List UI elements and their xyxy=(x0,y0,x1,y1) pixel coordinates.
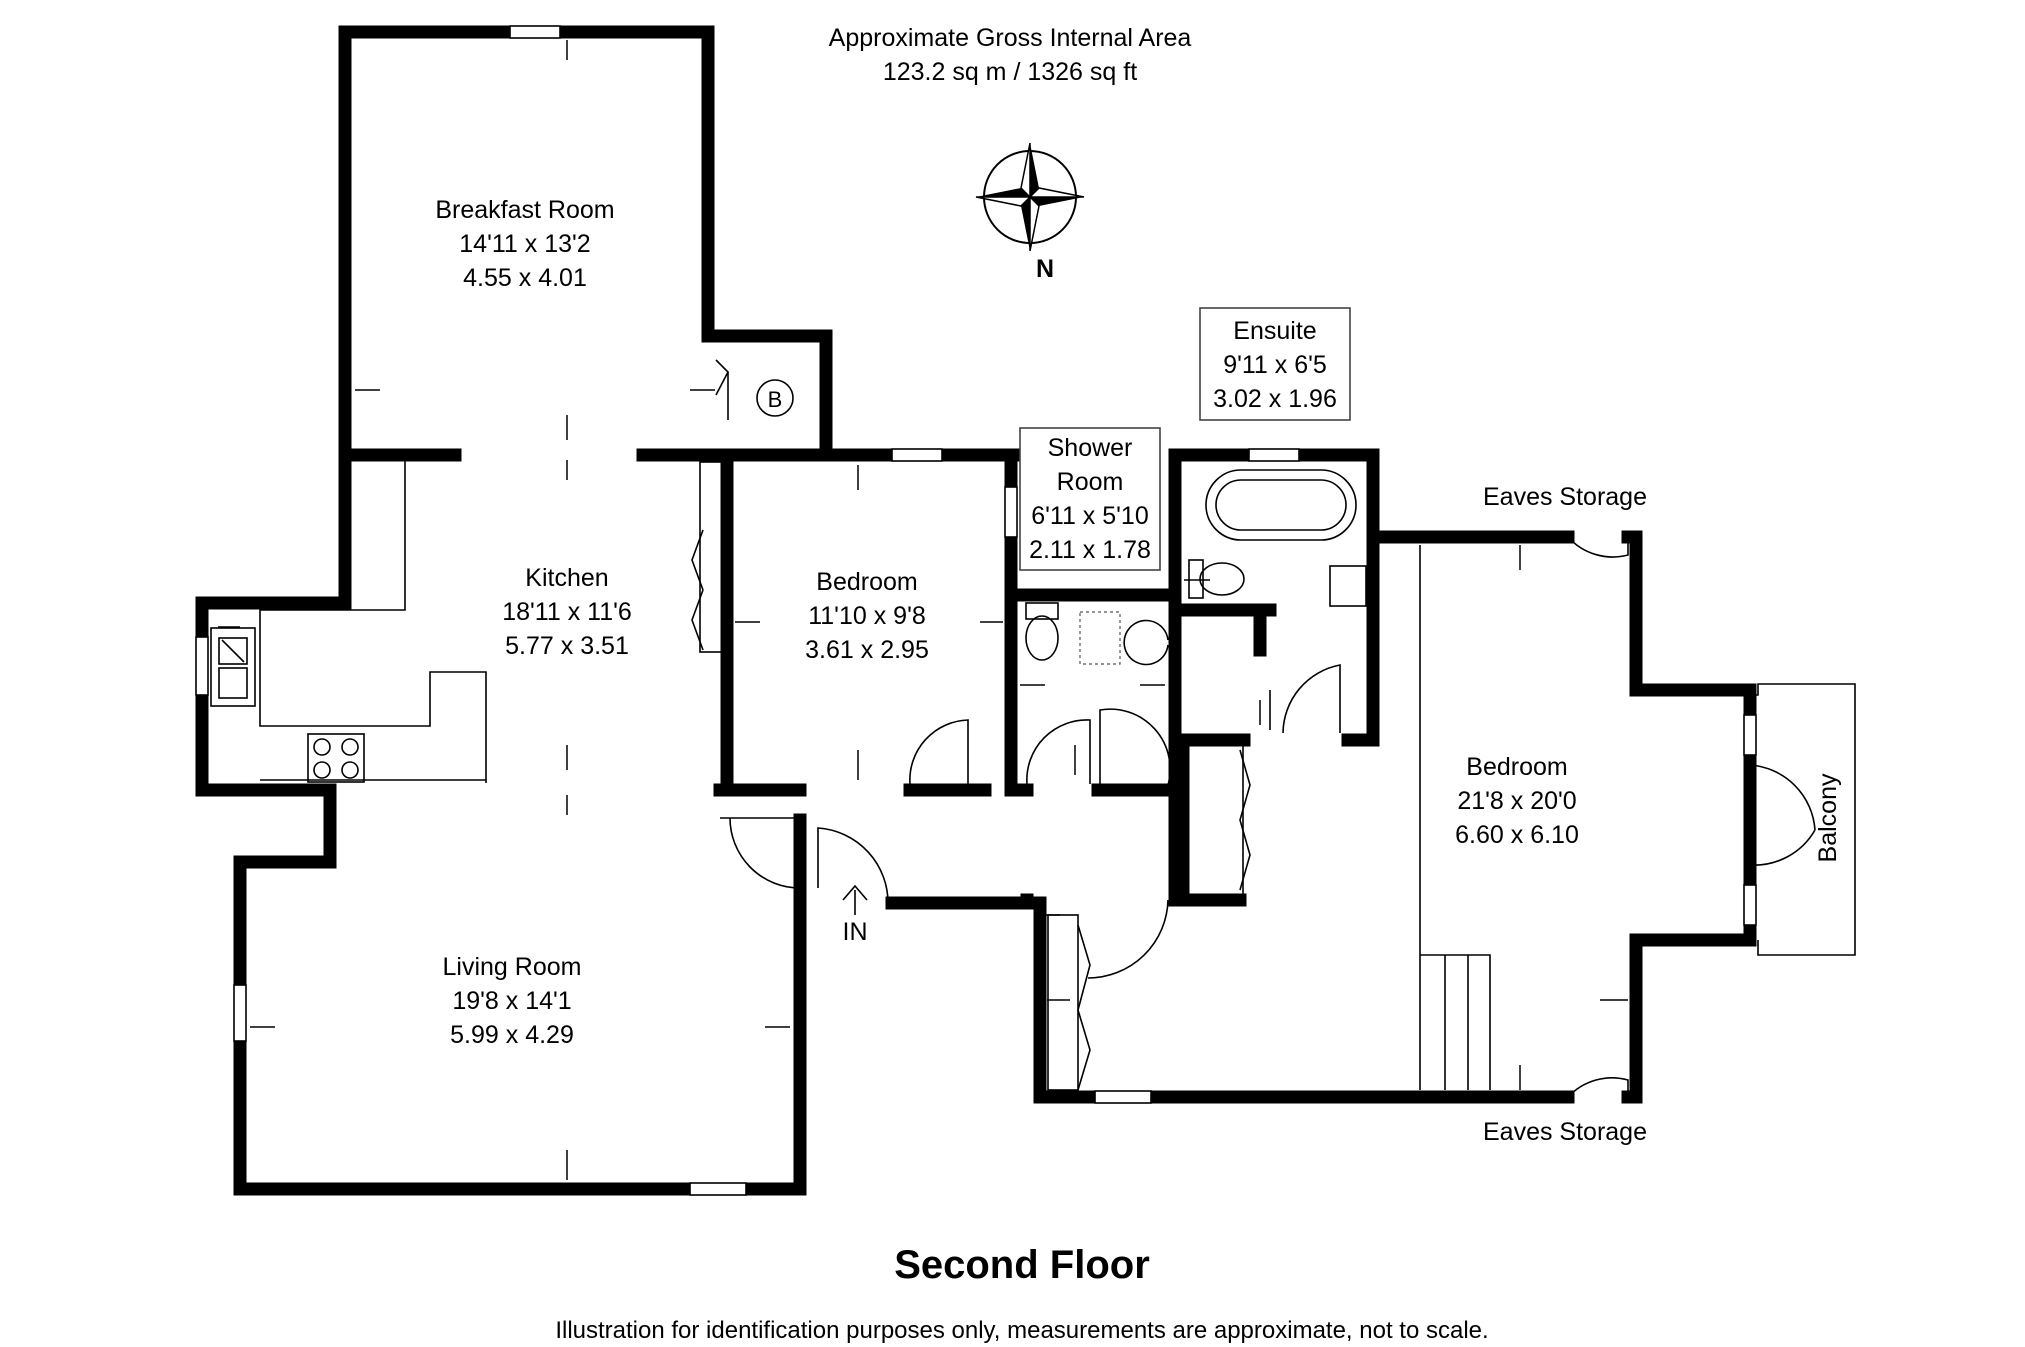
walls xyxy=(195,25,1757,1196)
doors xyxy=(720,536,1816,1098)
area-title: Approximate Gross Internal Area xyxy=(829,24,1192,52)
svg-text:3.02 x 1.96: 3.02 x 1.96 xyxy=(1213,385,1337,413)
svg-text:6'11 x 5'10: 6'11 x 5'10 xyxy=(1031,502,1149,530)
entrance-arrow-icon xyxy=(842,884,868,915)
eaves-storage-bottom-label: Eaves Storage xyxy=(1483,1118,1647,1146)
eaves-storage-top-label: Eaves Storage xyxy=(1483,483,1647,511)
svg-text:6.60 x 6.10: 6.60 x 6.10 xyxy=(1455,821,1579,849)
svg-text:Living Room: Living Room xyxy=(443,953,582,981)
svg-text:4.55 x 4.01: 4.55 x 4.01 xyxy=(463,264,587,292)
hall-cupboards xyxy=(1047,739,1251,1091)
north-label: N xyxy=(1036,255,1054,283)
balcony-label: Balcony xyxy=(1814,773,1842,862)
svg-text:3.61 x 2.95: 3.61 x 2.95 xyxy=(805,636,929,664)
svg-text:19'8 x 14'1: 19'8 x 14'1 xyxy=(452,987,571,1015)
room-label-breakfast: Breakfast Room 14'11 x 13'2 4.55 x 4.01 xyxy=(435,196,614,292)
dimension-ticks xyxy=(218,40,1628,1180)
room-label-master-bedroom: Bedroom 21'8 x 20'0 6.60 x 6.10 xyxy=(1455,753,1579,849)
svg-text:Room: Room xyxy=(1057,468,1124,496)
svg-text:2.11 x 1.78: 2.11 x 1.78 xyxy=(1029,536,1151,564)
svg-text:5.77 x 3.51: 5.77 x 3.51 xyxy=(505,632,629,660)
svg-text:Breakfast Room: Breakfast Room xyxy=(435,196,614,224)
compass-icon xyxy=(975,142,1085,252)
room-label-living: Living Room 19'8 x 14'1 5.99 x 4.29 xyxy=(443,953,582,1049)
svg-text:21'8 x 20'0: 21'8 x 20'0 xyxy=(1457,787,1576,815)
svg-text:11'10 x 9'8: 11'10 x 9'8 xyxy=(808,602,926,630)
svg-text:18'11 x 11'6: 18'11 x 11'6 xyxy=(502,598,632,626)
svg-text:9'11 x 6'5: 9'11 x 6'5 xyxy=(1223,351,1327,379)
windows xyxy=(195,25,1757,1196)
room-label-kitchen: Kitchen 18'11 x 11'6 5.77 x 3.51 xyxy=(502,564,632,660)
kitchen-counters xyxy=(210,455,487,783)
svg-text:Bedroom: Bedroom xyxy=(816,568,917,596)
room-label-bedroom: Bedroom 11'10 x 9'8 3.61 x 2.95 xyxy=(805,568,929,664)
room-label-ensuite: Ensuite 9'11 x 6'5 3.02 x 1.96 xyxy=(1199,307,1351,421)
area-value: 123.2 sq m / 1326 sq ft xyxy=(883,58,1137,86)
floor-title: Second Floor xyxy=(894,1243,1150,1287)
balcony xyxy=(1750,683,1856,956)
stairs xyxy=(1419,545,1491,1090)
wardrobe xyxy=(691,461,728,653)
svg-text:Ensuite: Ensuite xyxy=(1233,317,1316,345)
room-label-shower-room: Shower Room 6'11 x 5'10 2.11 x 1.78 xyxy=(1019,427,1161,571)
ensuite-fixtures xyxy=(1188,469,1367,730)
boiler-label: B xyxy=(768,387,783,412)
svg-text:Kitchen: Kitchen xyxy=(525,564,608,592)
svg-text:Bedroom: Bedroom xyxy=(1466,753,1567,781)
entrance-label: IN xyxy=(843,918,868,946)
boiler-cupboard: B xyxy=(715,359,794,420)
svg-text:Shower: Shower xyxy=(1048,434,1133,462)
shower-room-fixtures xyxy=(1025,602,1171,786)
svg-text:5.99 x 4.29: 5.99 x 4.29 xyxy=(450,1021,574,1049)
disclaimer: Illustration for identification purposes… xyxy=(555,1317,1488,1344)
svg-text:14'11 x 13'2: 14'11 x 13'2 xyxy=(459,230,590,258)
